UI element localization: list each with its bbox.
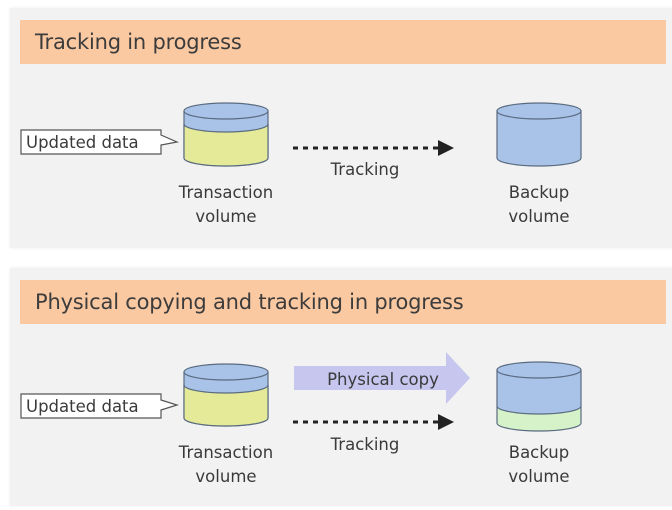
backup-volume-label-1: Backup (509, 443, 569, 462)
updated-data-callout: Updated data (20, 393, 180, 419)
backup-volume-cylinder-icon (496, 102, 582, 167)
transaction-volume-label-1: Transaction (178, 183, 273, 202)
updated-data-label: Updated data (26, 133, 139, 152)
tracking-diagram: Updated data Transaction volume Tracking… (20, 102, 582, 226)
tracking-panel-title: Tracking in progress (35, 30, 242, 54)
transaction-volume-label-2: volume (195, 467, 256, 486)
transaction-volume-cylinder-icon (183, 363, 269, 427)
tracking-label: Tracking (330, 435, 400, 454)
backup-volume-cylinder-icon (496, 361, 582, 432)
updated-data-callout: Updated data (20, 129, 180, 155)
tracking-panel: Tracking in progress Updated data Transa… (10, 8, 672, 248)
backup-volume-label-2: volume (508, 467, 569, 486)
tracking-arrow-icon (293, 140, 454, 156)
physical-copy-panel-title: Physical copying and tracking in progres… (35, 290, 464, 314)
transaction-volume-label-1: Transaction (178, 443, 273, 462)
physical-copy-panel: Physical copying and tracking in progres… (10, 268, 672, 506)
tracking-arrow-icon (293, 414, 454, 430)
tracking-panel-header: Tracking in progress (20, 20, 666, 64)
backup-volume-label-1: Backup (509, 183, 569, 202)
physical-copy-arrow-icon (294, 352, 470, 404)
physical-copy-label: Physical copy (327, 370, 439, 389)
tracking-label: Tracking (330, 160, 400, 179)
backup-volume-label-2: volume (508, 207, 569, 226)
updated-data-label: Updated data (26, 397, 139, 416)
physical-copy-panel-header: Physical copying and tracking in progres… (20, 280, 666, 324)
transaction-volume-cylinder-icon (183, 102, 269, 167)
physical-copy-diagram: Updated data Transaction volume Physical… (20, 352, 582, 486)
transaction-volume-label-2: volume (195, 207, 256, 226)
